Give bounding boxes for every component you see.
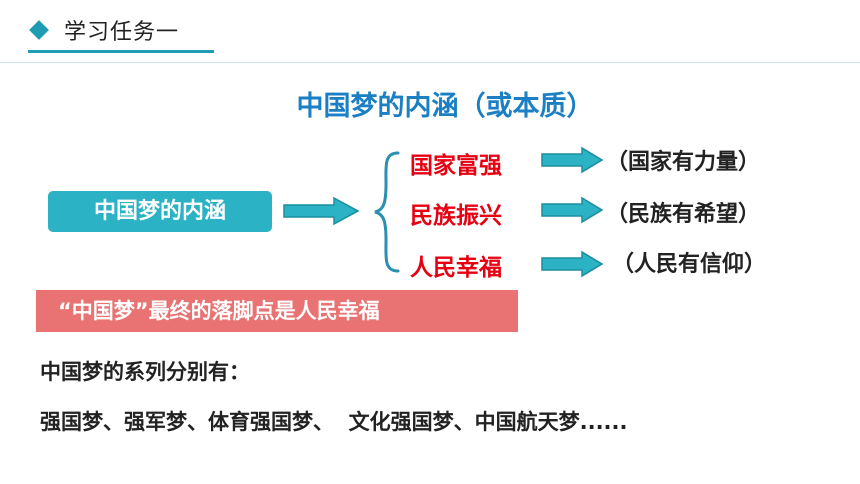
task-header: 学习任务一 [28,10,218,53]
task-title: 学习任务一 [64,20,180,45]
arrow-right-icon [540,146,604,174]
item-note-2: （民族有希望） [606,202,761,227]
conclusion-banner: “中国梦”最终的落脚点是人民幸福 [36,290,518,332]
main-heading: 中国梦的内涵（或本质） [296,91,594,122]
item-note-3: （人民有信仰） [612,252,767,277]
curly-brace-icon [372,150,402,278]
item-label-2: 民族振兴 [410,203,502,229]
arrow-right-icon [540,196,604,224]
task-underline [28,50,214,53]
series-heading: 中国梦的系列分别有： [40,360,250,384]
arrow-right-icon [282,196,360,226]
item-label-1: 国家富强 [410,153,502,179]
series-list: 强国梦、强军梦、体育强国梦、 文化强国梦、中国航天梦...... [40,410,628,434]
header-divider [0,62,860,63]
item-note-1: （国家有力量） [606,150,761,175]
item-label-3: 人民幸福 [410,255,502,281]
arrow-right-icon [540,250,604,278]
concept-box: 中国梦的内涵 [48,191,272,232]
diamond-icon [29,20,49,40]
